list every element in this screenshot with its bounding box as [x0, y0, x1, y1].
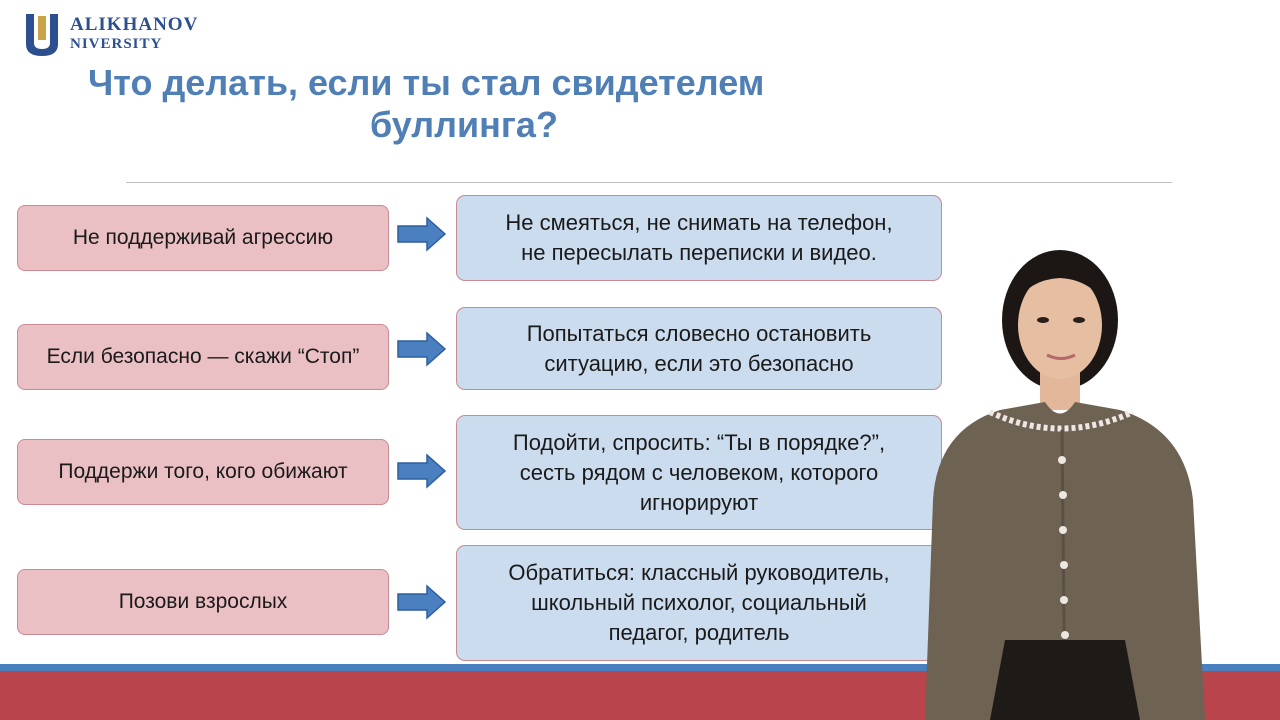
- arrow-right-icon: [397, 216, 447, 252]
- action-box-3: Поддержи того, кого обижают: [17, 439, 389, 505]
- title-divider: [126, 182, 1172, 183]
- action-box-2: Если безопасно — скажи “Стоп”: [17, 324, 389, 390]
- action-box-1: Не поддерживай агрессию: [17, 205, 389, 271]
- arrow-right-icon: [397, 584, 447, 620]
- presenter-figure: [905, 240, 1235, 720]
- action-text-2: Если безопасно — скажи “Стоп”: [47, 344, 360, 370]
- detail-box-3: Подойти, спросить: “Ты в порядке?”, сест…: [456, 415, 942, 530]
- university-logo: 1962 ALIKHANOV NIVERSITY: [20, 10, 220, 60]
- arrow-right-icon: [397, 453, 447, 489]
- detail-line: Обратиться: классный руководитель,: [508, 558, 889, 588]
- detail-line: школьный психолог, социальный: [508, 588, 889, 618]
- detail-line: Попытаться словесно остановить: [527, 319, 872, 349]
- detail-line: Подойти, спросить: “Ты в порядке?”,: [513, 428, 885, 458]
- action-box-4: Позови взрослых: [17, 569, 389, 635]
- action-text-1: Не поддерживай агрессию: [73, 225, 333, 251]
- detail-box-4: Обратиться: классный руководитель, школь…: [456, 545, 942, 661]
- detail-line: не пересылать переписки и видео.: [505, 238, 892, 268]
- logo-line-1: ALIKHANOV: [70, 14, 198, 36]
- university-emblem-icon: 1962: [20, 10, 64, 58]
- logo-year: 1962: [35, 51, 49, 57]
- action-text-3: Поддержи того, кого обижают: [58, 459, 347, 485]
- detail-line: игнорируют: [513, 488, 885, 518]
- slide-title: Что делать, если ты стал свидетелем булл…: [88, 62, 988, 146]
- detail-line: Не смеяться, не снимать на телефон,: [505, 208, 892, 238]
- slide-title-line-2: буллинга?: [88, 104, 988, 146]
- detail-line: педагог, родитель: [508, 618, 889, 648]
- arrow-right-icon: [397, 331, 447, 367]
- logo-line-2: NIVERSITY: [70, 36, 162, 53]
- detail-box-1: Не смеяться, не снимать на телефон, не п…: [456, 195, 942, 281]
- detail-box-2: Попытаться словесно остановить ситуацию,…: [456, 307, 942, 390]
- detail-line: ситуацию, если это безопасно: [527, 349, 872, 379]
- detail-line: сесть рядом с человеком, которого: [513, 458, 885, 488]
- slide-title-line-1: Что делать, если ты стал свидетелем: [88, 62, 988, 104]
- action-text-4: Позови взрослых: [119, 589, 288, 615]
